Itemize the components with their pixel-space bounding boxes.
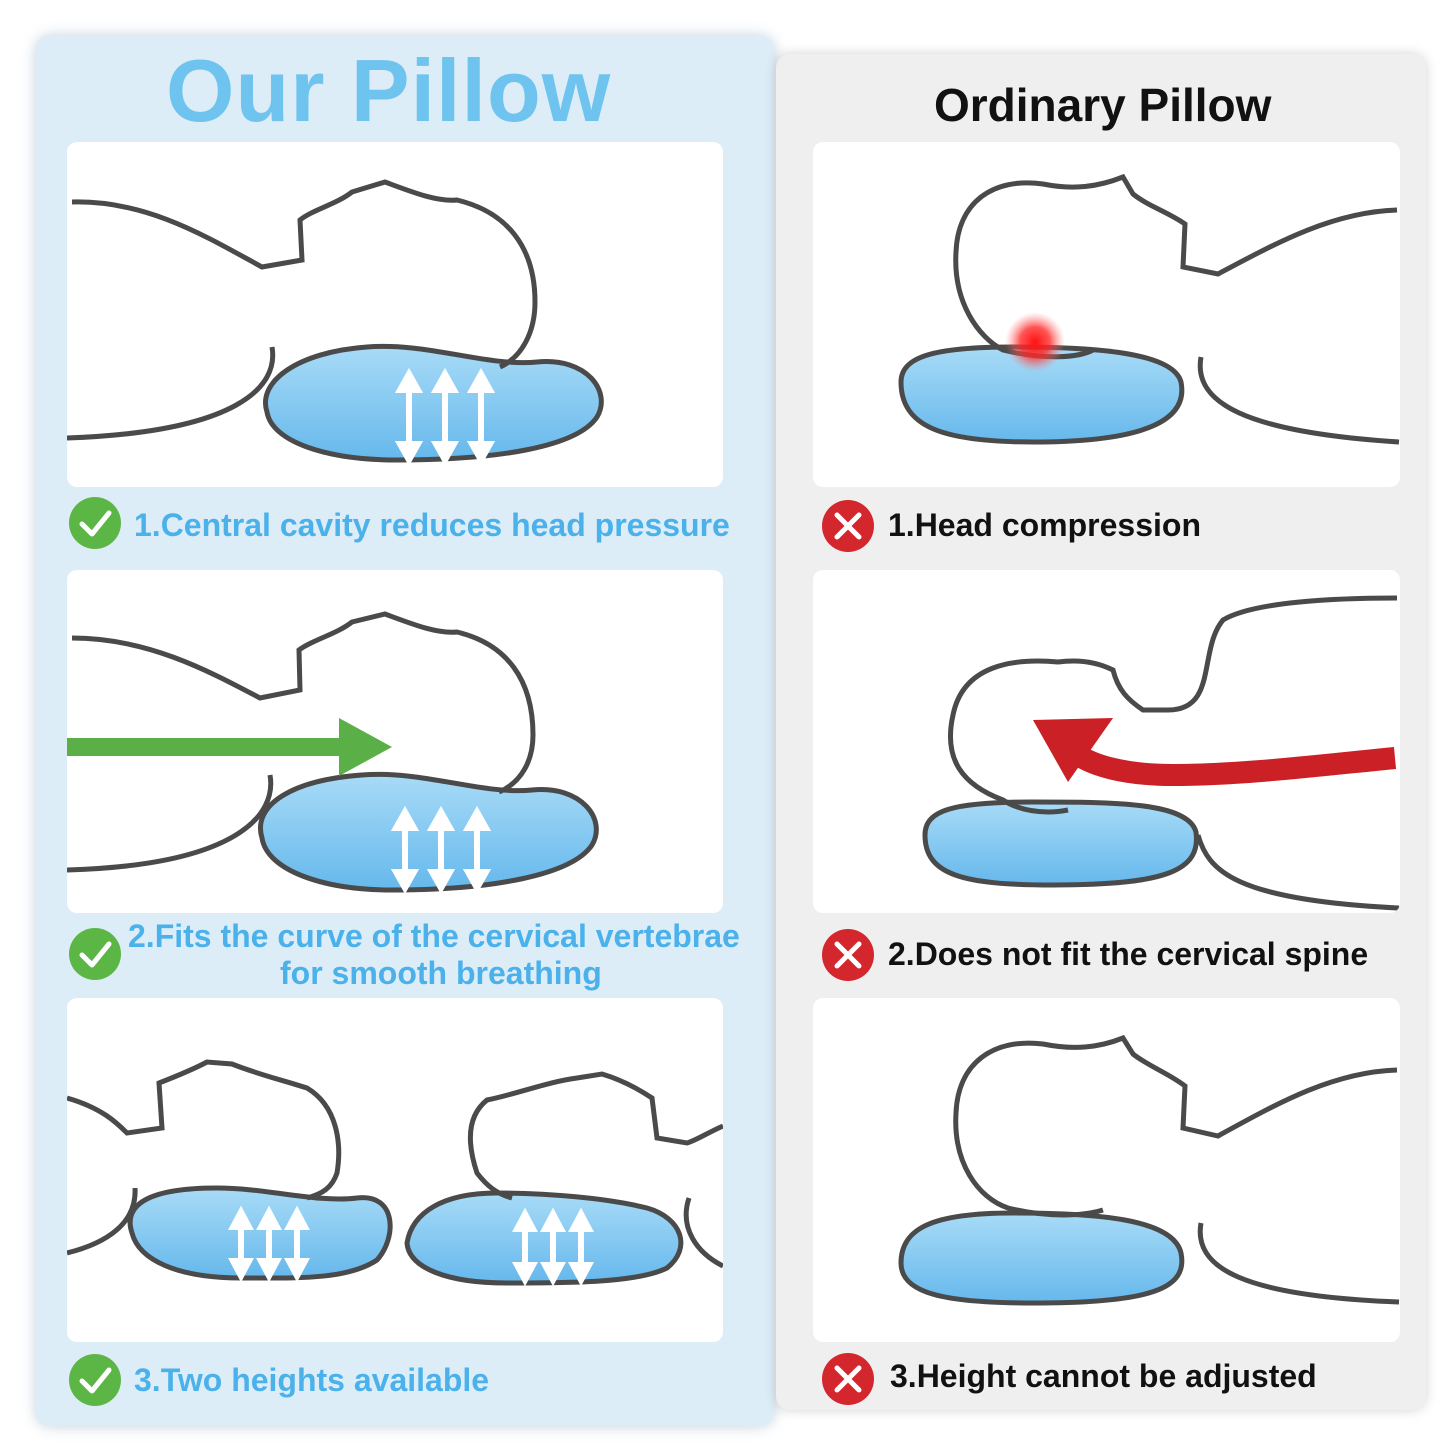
feature-2-caption-line2: for smooth breathing [280,955,602,991]
cross-icon [822,1353,874,1405]
check-icon [69,928,121,980]
feature-1-caption: 1.Central cavity reduces head pressure [134,507,730,543]
check-icon [69,1354,121,1406]
ordinary-pillow-illustration-1 [813,142,1400,487]
issue-3-caption: 3.Height cannot be adjusted [890,1358,1317,1394]
ordinary-pillow-illustration-2 [813,570,1400,913]
feature-2-caption-line1: 2.Fits the curve of the cervical vertebr… [128,918,740,954]
our-pillow-illustration-2 [67,570,723,913]
ordinary-pillow-illustration-3 [813,998,1400,1342]
breathing-arrow-shaft [67,738,347,756]
our-pillow-illustration-1 [67,142,723,487]
breathing-arrow-head [339,718,392,776]
our-pillow-illustration-3 [67,998,723,1342]
check-icon [69,497,121,549]
ordinary-pillow-title: Ordinary Pillow [934,79,1272,131]
feature-3-caption: 3.Two heights available [134,1362,490,1398]
our-pillow-title: Our Pillow [166,41,612,140]
issue-2-caption: 2.Does not fit the cervical spine [888,936,1369,972]
cross-icon [822,500,874,552]
pressure-point-marker [1005,312,1065,372]
issue-1-caption: 1.Head compression [888,507,1201,543]
cross-icon [822,929,874,981]
misalignment-arrow-head [1033,718,1113,782]
